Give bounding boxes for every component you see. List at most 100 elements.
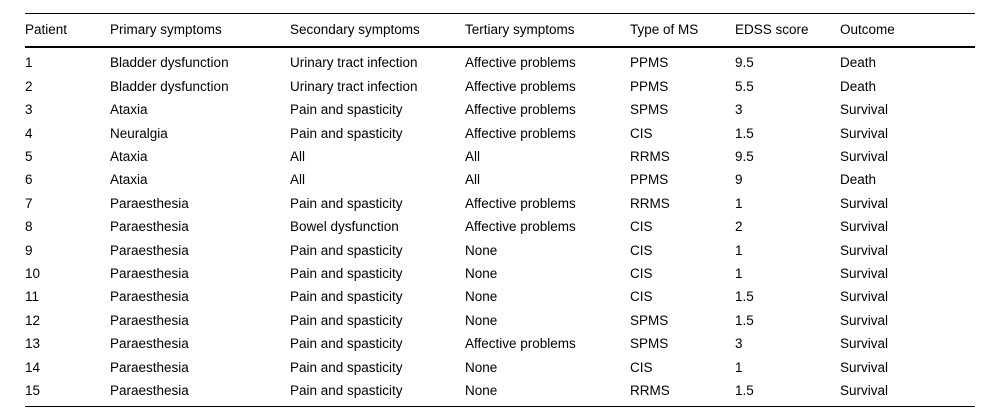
cell-type: CIS xyxy=(630,125,653,141)
cell-type: CIS xyxy=(630,289,653,305)
table-row: 9 Paraesthesia Pain and spasticity None CIS 1… xyxy=(25,239,975,262)
cell-patient: 15 xyxy=(25,382,41,398)
cell-type: CIS xyxy=(630,242,653,258)
cell-outcome: Survival xyxy=(840,219,889,235)
cell-secondary: Pain and spasticity xyxy=(290,312,403,328)
cell-outcome: Survival xyxy=(840,125,889,141)
cell-outcome: Survival xyxy=(840,102,889,118)
table-row: 6 Ataxia All All PPMS 9 Death xyxy=(25,168,975,191)
cell-edss: 3 xyxy=(735,102,743,118)
cell-patient: 1 xyxy=(25,55,33,71)
cell-type: CIS xyxy=(630,265,653,281)
cell-type: PPMS xyxy=(630,55,669,71)
cell-tertiary: Affective problems xyxy=(465,78,576,94)
cell-secondary: Pain and spasticity xyxy=(290,242,403,258)
cell-tertiary: None xyxy=(465,265,498,281)
cell-edss: 1 xyxy=(735,242,743,258)
cell-tertiary: None xyxy=(465,242,498,258)
cell-primary: Ataxia xyxy=(110,102,148,118)
cell-edss: 1.5 xyxy=(735,382,754,398)
column-header-outcome: Outcome xyxy=(840,22,895,37)
cell-type: PPMS xyxy=(630,78,669,94)
cell-outcome: Survival xyxy=(840,359,889,375)
cell-type: RRMS xyxy=(630,195,670,211)
cell-outcome: Survival xyxy=(840,242,889,258)
cell-type: SPMS xyxy=(630,102,669,118)
cell-outcome: Survival xyxy=(840,382,889,398)
cell-outcome: Death xyxy=(840,172,877,188)
cell-edss: 2 xyxy=(735,219,743,235)
cell-edss: 9 xyxy=(735,172,743,188)
cell-primary: Paraesthesia xyxy=(110,195,189,211)
column-header-secondary: Secondary symptoms xyxy=(290,22,420,37)
cell-tertiary: Affective problems xyxy=(465,195,576,211)
cell-patient: 9 xyxy=(25,242,33,258)
table-header-row: Patient Primary symptoms Secondary sympt… xyxy=(25,13,975,47)
cell-edss: 1.5 xyxy=(735,312,754,328)
cell-edss: 1 xyxy=(735,265,743,281)
patient-table-container: Patient Primary symptoms Secondary sympt… xyxy=(25,13,975,407)
cell-primary: Paraesthesia xyxy=(110,265,189,281)
cell-secondary: Pain and spasticity xyxy=(290,382,403,398)
cell-outcome: Survival xyxy=(840,312,889,328)
cell-primary: Paraesthesia xyxy=(110,219,189,235)
cell-outcome: Survival xyxy=(840,195,889,211)
cell-edss: 3 xyxy=(735,336,743,352)
cell-edss: 5.5 xyxy=(735,78,754,94)
cell-secondary: All xyxy=(290,172,306,188)
cell-secondary: Pain and spasticity xyxy=(290,102,403,118)
cell-primary: Bladder dysfunction xyxy=(110,78,229,94)
cell-type: SPMS xyxy=(630,336,669,352)
cell-secondary: Urinary tract infection xyxy=(290,78,418,94)
cell-tertiary: Affective problems xyxy=(465,125,576,141)
cell-secondary: Pain and spasticity xyxy=(290,336,403,352)
cell-primary: Paraesthesia xyxy=(110,242,189,258)
cell-outcome: Death xyxy=(840,78,877,94)
cell-primary: Paraesthesia xyxy=(110,312,189,328)
cell-patient: 8 xyxy=(25,219,33,235)
cell-patient: 5 xyxy=(25,149,33,164)
table-header: Patient Primary symptoms Secondary sympt… xyxy=(25,13,975,47)
cell-type: PPMS xyxy=(630,172,669,188)
cell-primary: Paraesthesia xyxy=(110,336,189,352)
cell-tertiary: All xyxy=(465,172,481,188)
cell-tertiary: None xyxy=(465,382,498,398)
cell-primary: Neuralgia xyxy=(110,125,168,141)
cell-primary: Paraesthesia xyxy=(110,382,189,398)
cell-patient: 6 xyxy=(25,172,33,188)
column-header-primary: Primary symptoms xyxy=(110,22,222,37)
cell-patient: 10 xyxy=(25,265,41,281)
cell-tertiary: Affective problems xyxy=(465,55,576,71)
cell-edss: 1.5 xyxy=(735,289,754,305)
cell-outcome: Survival xyxy=(840,149,889,164)
cell-primary: Paraesthesia xyxy=(110,359,189,375)
cell-type: RRMS xyxy=(630,149,670,164)
cell-primary: Ataxia xyxy=(110,172,148,188)
cell-outcome: Survival xyxy=(840,289,889,305)
cell-edss: 1 xyxy=(735,195,743,211)
cell-patient: 12 xyxy=(25,312,41,328)
cell-tertiary: All xyxy=(465,149,481,164)
cell-tertiary: None xyxy=(465,289,498,305)
cell-edss: 9.5 xyxy=(735,55,754,71)
cell-patient: 11 xyxy=(25,289,40,305)
column-header-tertiary: Tertiary symptoms xyxy=(465,22,575,37)
cell-secondary: Pain and spasticity xyxy=(290,289,403,305)
cell-patient: 4 xyxy=(25,125,33,141)
cell-patient: 13 xyxy=(25,336,41,352)
cell-secondary: All xyxy=(290,149,306,164)
cell-tertiary: Affective problems xyxy=(465,219,576,235)
column-header-type: Type of MS xyxy=(630,22,699,37)
cell-type: CIS xyxy=(630,219,653,235)
